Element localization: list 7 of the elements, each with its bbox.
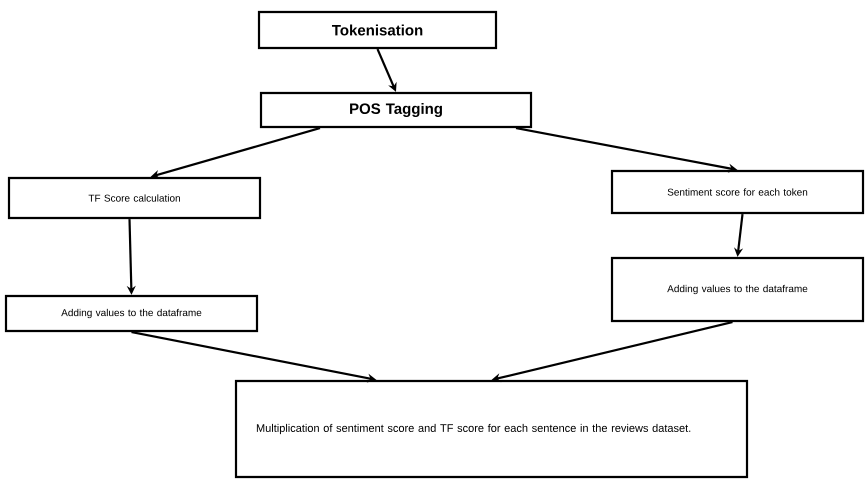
process-box: Multiplication of sentiment score and TF score for each sentence in the reviews dataset. (234, 380, 748, 478)
process-box: Sentiment score for each token (610, 170, 864, 214)
process-box: Adding values to the dataframe (610, 256, 864, 322)
process-box: Tokenisation (258, 10, 498, 50)
process-box: TF Score calculation (8, 176, 262, 220)
process-box: POS Tagging (260, 92, 532, 128)
process-box: Adding values to the dataframe (4, 294, 258, 332)
